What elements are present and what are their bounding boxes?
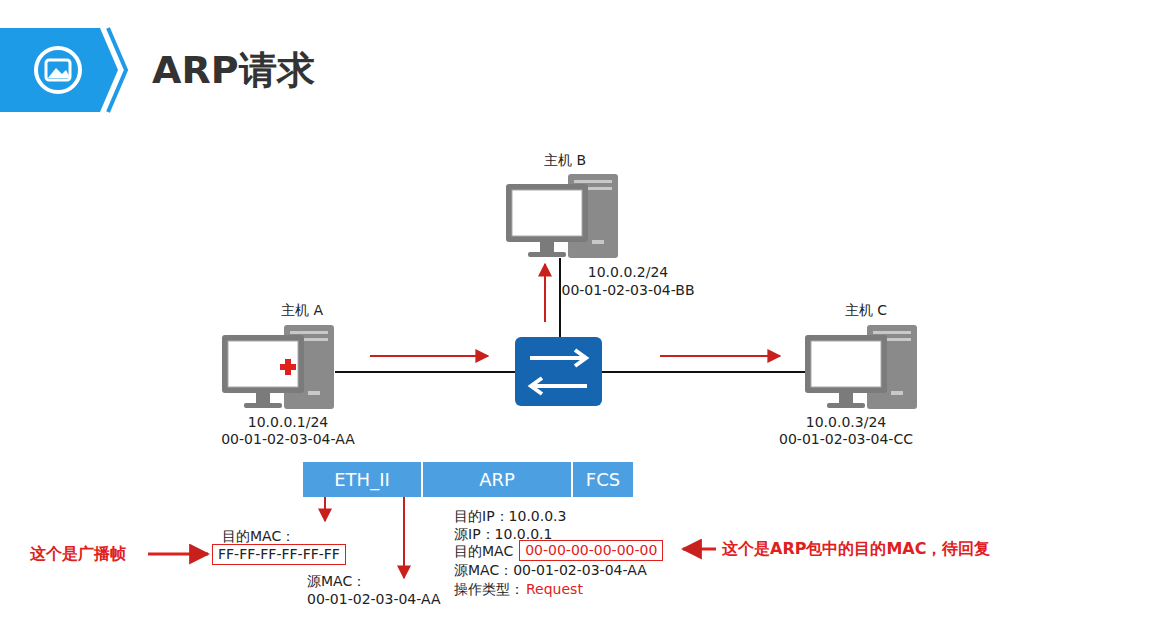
- red-box: 00-00-00-00-00-00: [519, 540, 663, 561]
- link-wire: [602, 371, 805, 373]
- field-label: 目的MAC: [454, 543, 513, 560]
- red-box: FF-FF-FF-FF-FF-FF: [212, 544, 346, 565]
- field-name: FCS: [586, 469, 620, 491]
- host-node: 主机 B 10.0.0.2/2400-01-02-03-04-BB: [500, 148, 710, 300]
- host-name: 主机 A: [281, 302, 323, 319]
- field-label: 目的IP：10.0.0.3: [454, 508, 566, 525]
- ip-address: 10.0.0.2/24: [588, 264, 668, 281]
- field-name: ETH_II: [334, 469, 390, 491]
- operation-value: Request: [526, 581, 583, 598]
- host-icon: [805, 325, 917, 409]
- flow-arrow: [660, 355, 780, 357]
- ip-address: 10.0.0.1/24: [248, 414, 328, 431]
- mac-address: 00-01-02-03-04-AA: [221, 431, 355, 448]
- field-label: 目的MAC：: [222, 528, 295, 545]
- host-icon: [506, 174, 618, 258]
- switch-icon: [515, 337, 602, 406]
- header-icon: [36, 48, 80, 92]
- flow-arrow: [544, 264, 546, 322]
- mac-value: 00-00-00-00-00-00: [525, 542, 657, 558]
- host-name: 主机 C: [845, 302, 887, 319]
- mac-value: FF-FF-FF-FF-FF-FF: [218, 546, 340, 562]
- callout-text: 这个是ARP包中的目的MAC，待回复: [722, 539, 990, 559]
- header-icon: [48, 68, 70, 78]
- host-node: 主机 A 10.0.0.1/2400-01-02-03-04-AA: [200, 298, 390, 450]
- leader-arrow: [403, 497, 405, 578]
- flow-arrow: [370, 355, 488, 357]
- header-chevron: [108, 28, 126, 112]
- switch-arrows: [530, 350, 587, 394]
- mac-address: 00-01-02-03-04-CC: [779, 431, 913, 448]
- field-label: 源MAC：: [307, 573, 366, 590]
- callout-arrow: [683, 548, 716, 551]
- mac-value: 00-01-02-03-04-AA: [307, 591, 441, 608]
- frame-field: ARP: [423, 462, 571, 497]
- header-band: [0, 28, 118, 112]
- field-name: ARP: [479, 469, 515, 491]
- slide-title: ARP请求: [152, 48, 315, 92]
- ip-address: 10.0.0.3/24: [806, 414, 886, 431]
- callout-text: 这个是广播帧: [30, 544, 126, 564]
- callout-arrow: [148, 553, 208, 556]
- leader-arrow: [324, 497, 326, 521]
- field-label: 源MAC：00-01-02-03-04-AA: [454, 562, 647, 579]
- mac-address: 00-01-02-03-04-BB: [561, 282, 694, 299]
- host-name: 主机 B: [544, 152, 586, 169]
- red-cross: [280, 359, 296, 375]
- field-label: 操作类型：: [454, 581, 524, 598]
- host-node: 主机 C 10.0.0.3/2400-01-02-03-04-CC: [760, 298, 950, 450]
- frame-field: ETH_II: [303, 462, 421, 497]
- link-wire: [335, 371, 515, 373]
- frame-field: FCS: [573, 462, 633, 497]
- host-icon: [222, 325, 334, 409]
- link-wire: [559, 258, 561, 337]
- header-icon: [46, 60, 70, 80]
